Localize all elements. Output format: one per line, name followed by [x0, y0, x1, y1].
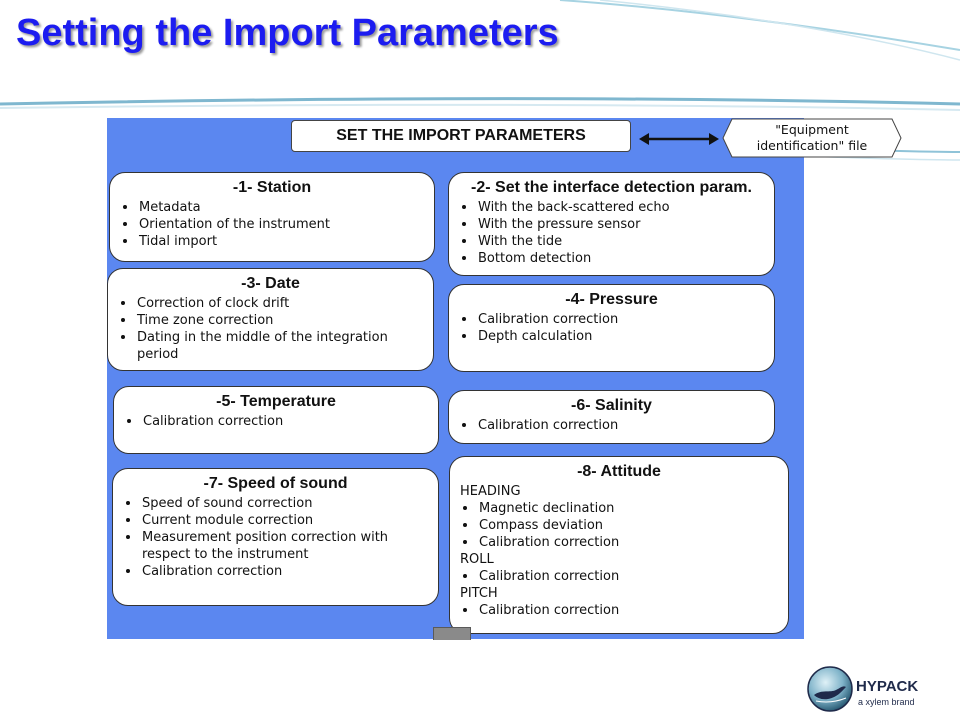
interface-detection-title: -2- Set the interface detection param. — [471, 179, 752, 196]
slide-title: Setting the Import Parameters — [16, 12, 559, 54]
list-item: Magnetic declination — [460, 500, 778, 517]
gray-tab-shape — [433, 627, 471, 640]
list-item: Calibration correction — [459, 311, 764, 328]
list-item: Calibration correction — [124, 413, 428, 430]
temperature-title: -5- Temperature — [216, 393, 336, 410]
list-item: Calibration correction — [123, 563, 428, 580]
list-item: Compass deviation — [460, 517, 778, 534]
list-item: Depth calculation — [459, 328, 764, 345]
station-box: -1- Station Metadata Orientation of the … — [109, 172, 435, 262]
list-item: Calibration correction — [460, 568, 778, 585]
logo-wordmark: HYPACK — [856, 678, 919, 695]
list-item: Calibration correction — [460, 534, 778, 551]
list-item: Correction of clock drift — [118, 295, 423, 312]
import-parameters-panel: SET THE IMPORT PARAMETERS "Equipment ide… — [107, 118, 902, 640]
double-arrow-icon — [639, 133, 719, 145]
interface-detection-box: -2- Set the interface detection param. W… — [448, 172, 775, 276]
list-item: Measurement position correction with res… — [123, 529, 428, 563]
list-item: Bottom detection — [459, 250, 764, 267]
date-title: -3- Date — [241, 275, 300, 292]
pressure-box: -4- Pressure Calibration correction Dept… — [448, 284, 775, 372]
pressure-title: -4- Pressure — [565, 291, 658, 308]
list-item: Current module correction — [123, 512, 428, 529]
list-item: Calibration correction — [459, 417, 764, 434]
salinity-box: -6- Salinity Calibration correction — [448, 390, 775, 444]
list-item: Orientation of the instrument — [120, 216, 424, 233]
salinity-title: -6- Salinity — [571, 397, 652, 414]
hypack-logo: HYPACK a xylem brand — [806, 664, 956, 714]
set-import-parameters-header: SET THE IMPORT PARAMETERS — [291, 120, 631, 152]
equipment-identification-file: "Equipment identification" file — [722, 118, 902, 158]
station-title: -1- Station — [232, 179, 312, 196]
list-item: With the tide — [459, 233, 764, 250]
heading-section-label: HEADING — [460, 484, 521, 499]
roll-section-label: ROLL — [460, 552, 494, 567]
list-item: Speed of sound correction — [123, 495, 428, 512]
file-label-line1: "Equipment — [775, 122, 849, 137]
whale-emblem-icon — [807, 666, 853, 712]
date-box: -3- Date Correction of clock drift Time … — [107, 268, 434, 371]
attitude-title: -8- Attitude — [577, 463, 661, 480]
pitch-section-label: PITCH — [460, 586, 498, 601]
list-item: Tidal import — [120, 233, 424, 250]
attitude-box: -8- Attitude HEADING Magnetic declinatio… — [449, 456, 789, 634]
hexagon-shape — [722, 118, 902, 158]
list-item: Dating in the middle of the integration … — [118, 329, 423, 363]
list-item: With the back-scattered echo — [459, 199, 764, 216]
logo-tagline: a xylem brand — [858, 697, 915, 707]
temperature-box: -5- Temperature Calibration correction — [113, 386, 439, 454]
list-item: Metadata — [120, 199, 424, 216]
file-label-line2: identification" file — [756, 138, 868, 153]
list-item: Time zone correction — [118, 312, 423, 329]
speed-of-sound-title: -7- Speed of sound — [203, 475, 348, 492]
list-item: Calibration correction — [460, 602, 778, 619]
list-item: With the pressure sensor — [459, 216, 764, 233]
speed-of-sound-box: -7- Speed of sound Speed of sound correc… — [112, 468, 439, 606]
